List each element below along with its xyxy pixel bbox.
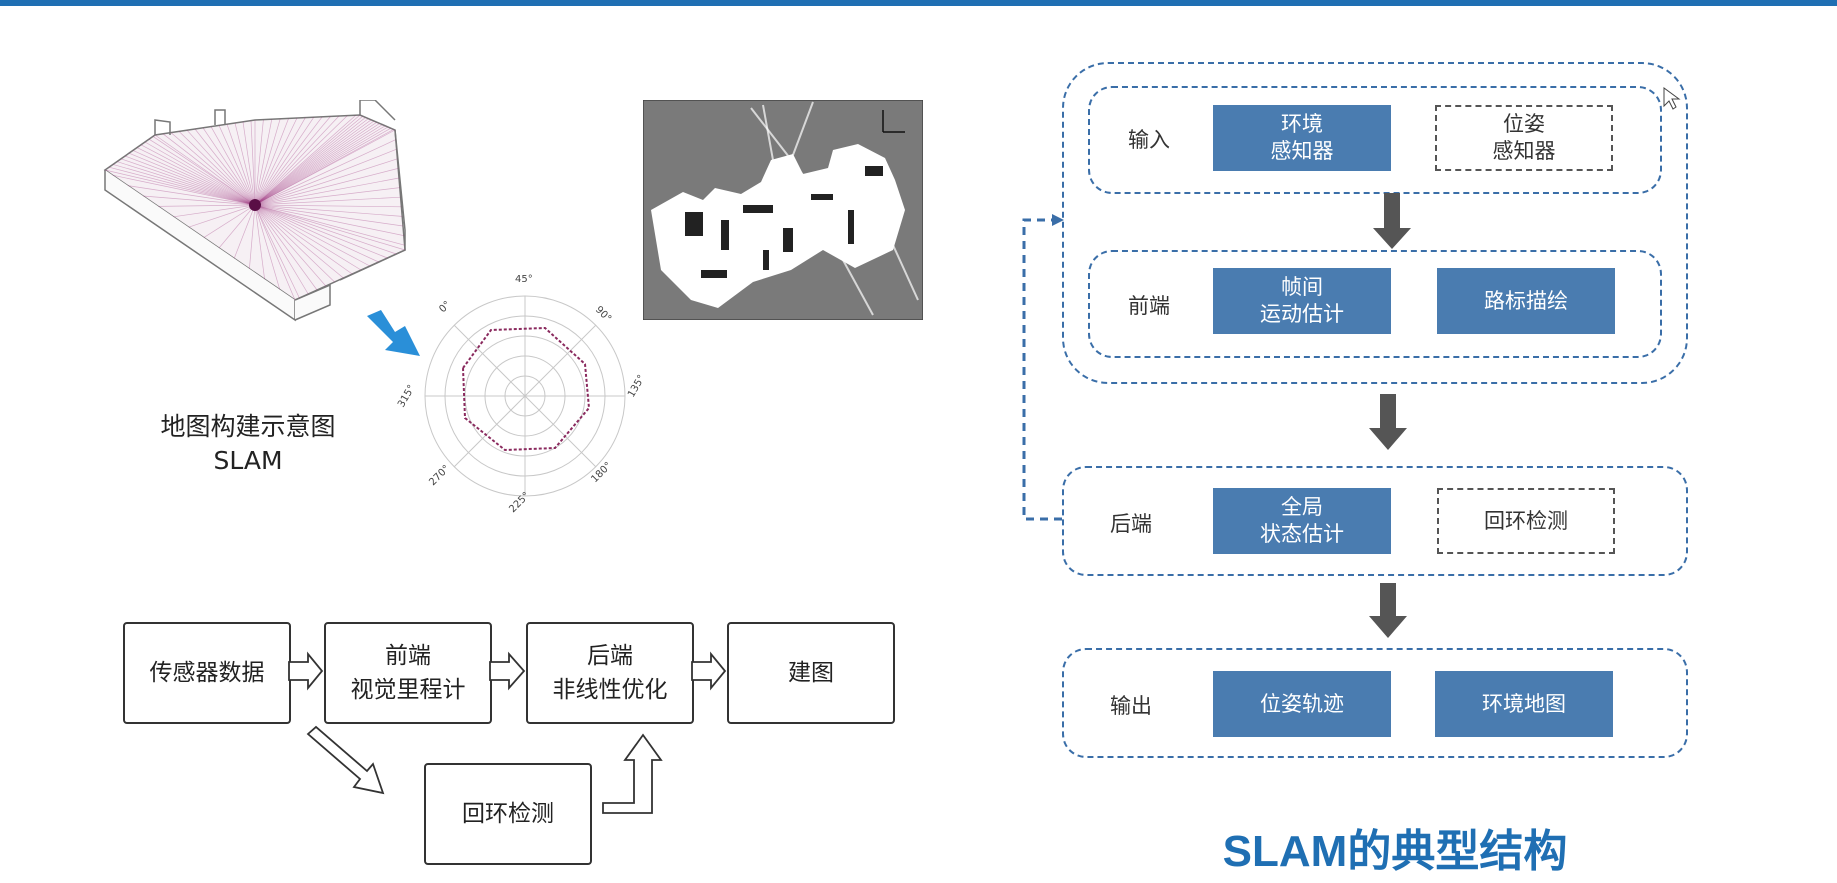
env-map-box: 环境地图 [1435,671,1613,737]
pose-sensor-line1: 位姿 [1503,112,1545,136]
frame-motion-line1: 帧间 [1281,275,1323,299]
backend-label: 后端 [1110,512,1152,536]
env-sensor-box: 环境 感知器 [1213,105,1391,171]
polar-label-90: 90° [593,304,613,324]
polar-label-45: 45° [515,274,533,285]
top-accent-bar [0,0,1837,6]
loop-detection-box: 回环检测 [424,763,592,865]
input-label: 输入 [1128,128,1170,152]
loop-detection-label: 回环检测 [462,801,554,827]
frontend-label: 前端 [1128,294,1170,318]
loop-detect-label: 回环检测 [1484,508,1568,533]
arrow-frontend-to-backend [489,651,526,691]
sensor-data-box: 传感器数据 [123,622,291,724]
arrow-backend-to-mapping [691,651,727,691]
scan-arrow-icon [367,310,420,356]
occupancy-grid-map [643,100,923,320]
landmark-label: 路标描绘 [1484,288,1568,313]
output-label: 输出 [1110,694,1152,718]
backend-box: 后端 非线性优化 [526,622,694,724]
frame-motion-line2: 运动估计 [1260,302,1344,326]
loop-detect-box: 回环检测 [1437,488,1615,554]
frontend-line1: 前端 [385,643,431,669]
backend-panel [1062,466,1688,576]
pose-trajectory-box: 位姿轨迹 [1213,671,1391,737]
polar-scan-plot: 0° 45° 90° 135° 180° 225° 270° 315° [396,274,648,515]
polar-label-0: 0° [437,299,453,315]
backend-line1: 后端 [587,643,633,669]
output-panel [1062,648,1688,758]
pose-sensor-line2: 感知器 [1492,139,1556,163]
landmark-box: 路标描绘 [1437,268,1615,334]
room-scan-illustration [103,100,406,322]
arrow-loop-to-backend [602,733,663,814]
illustration-caption: 地图构建示意图 SLAM [118,410,378,478]
polar-label-270: 270° [427,463,452,488]
env-sensor-line2: 感知器 [1270,139,1334,163]
frontend-line2: 视觉里程计 [350,677,466,703]
frontend-box: 前端 视觉里程计 [324,622,492,724]
arrow-sensor-to-loop [306,725,385,795]
global-state-box: 全局 状态估计 [1213,488,1391,554]
arrow-backend-to-output [1369,583,1407,638]
env-map-label: 环境地图 [1482,691,1566,716]
caption-line1: 地图构建示意图 [160,412,336,441]
arrow-sensor-to-frontend [288,651,324,691]
backend-line2: 非线性优化 [552,677,668,703]
mapping-label: 建图 [788,660,834,686]
polar-label-225: 225° [507,490,532,515]
feedback-dashed-line [1022,218,1062,521]
sensor-data-label: 传感器数据 [149,660,265,686]
global-state-line1: 全局 [1281,495,1323,519]
arrow-frontend-to-backend-block [1369,394,1407,450]
env-sensor-line1: 环境 [1281,112,1323,136]
mapping-box: 建图 [727,622,895,724]
polar-label-135: 135° [626,373,648,399]
pose-trajectory-label: 位姿轨迹 [1260,691,1344,716]
caption-line2: SLAM [213,446,283,475]
frame-motion-box: 帧间 运动估计 [1213,268,1391,334]
polar-label-315: 315° [396,383,418,409]
slam-structure-title: SLAM的典型结构 [1222,827,1568,876]
pose-sensor-box: 位姿 感知器 [1435,105,1613,171]
frontend-panel [1088,250,1662,358]
global-state-line2: 状态估计 [1260,522,1344,546]
